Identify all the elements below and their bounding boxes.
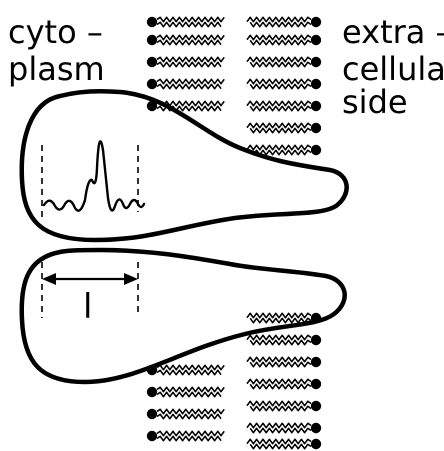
lipid-tail — [250, 406, 311, 410]
lipid-molecule — [247, 357, 321, 367]
lipid-tail — [157, 431, 224, 435]
lipid-head — [147, 409, 157, 419]
lipid-molecule — [247, 79, 321, 89]
lipid-tail — [157, 392, 221, 396]
lipid-head — [147, 431, 157, 441]
lipid-tail — [247, 423, 311, 427]
lipid-molecule — [147, 79, 224, 89]
lipid-tail — [250, 428, 311, 432]
lipid-molecule — [247, 401, 321, 411]
lipid-head — [311, 439, 321, 449]
lipid-head — [311, 401, 321, 411]
lipid-tail — [247, 439, 311, 443]
lipid-molecule — [247, 17, 321, 27]
lipid-layer-bottom-inner — [147, 365, 224, 441]
lipid-tail — [247, 57, 311, 61]
lipid-head — [311, 335, 321, 345]
lipid-molecule — [147, 387, 224, 397]
lipid-head — [311, 379, 321, 389]
lipid-layer-top-inner — [147, 17, 224, 111]
lipid-layer-top-outer — [247, 17, 321, 155]
lipid-tail — [157, 370, 221, 374]
lipid-tail — [157, 84, 221, 88]
potential-waveform — [44, 141, 144, 210]
lipid-tail — [247, 357, 311, 361]
lipid-head — [311, 145, 321, 155]
lipid-molecule — [247, 35, 321, 45]
lipid-tail — [250, 22, 311, 26]
lipid-tail — [250, 62, 311, 66]
lipid-tail — [250, 384, 311, 388]
lipid-molecule — [247, 123, 321, 133]
lipid-tail — [157, 17, 224, 21]
lipid-tail — [157, 414, 221, 418]
lipid-tail — [247, 123, 311, 127]
lipid-molecule — [247, 335, 321, 345]
length-label: l — [83, 287, 92, 327]
lipid-tail — [247, 145, 311, 149]
lipid-head — [147, 79, 157, 89]
lipid-tail — [157, 387, 224, 391]
lipid-tail — [250, 128, 311, 132]
lipid-tail — [250, 40, 311, 44]
lipid-molecule — [247, 379, 321, 389]
lipid-tail — [157, 79, 224, 83]
lipid-tail — [157, 35, 224, 39]
arrowhead-left — [42, 273, 56, 285]
lipid-head — [311, 17, 321, 27]
cytoplasm-label-line2: plasm — [8, 50, 105, 88]
lipid-head — [311, 35, 321, 45]
lipid-tail — [250, 84, 311, 88]
lipid-tail — [157, 436, 221, 440]
lipid-head — [311, 357, 321, 367]
lipid-head — [147, 387, 157, 397]
lipid-tail — [247, 35, 311, 39]
lipid-tail — [157, 409, 224, 413]
extracellular-label-line1: extra – — [342, 13, 444, 51]
lipid-head — [311, 123, 321, 133]
lipid-tail — [247, 379, 311, 383]
lipid-tail — [247, 79, 311, 83]
lipid-molecule — [147, 35, 224, 45]
lipid-tail — [247, 313, 311, 317]
cytoplasm-label-line1: cyto – — [8, 13, 103, 51]
lipid-tail — [157, 62, 221, 66]
lipid-molecule — [147, 57, 224, 67]
upper-channel-protein — [22, 91, 347, 240]
lipid-tail — [157, 40, 221, 44]
arrowhead-right — [124, 273, 138, 285]
lipid-molecule — [147, 431, 224, 441]
lipid-head — [311, 57, 321, 67]
lipid-tail — [157, 365, 224, 369]
lipid-tail — [157, 57, 224, 61]
lipid-molecule — [247, 101, 321, 111]
lipid-tail — [157, 22, 221, 26]
lipid-tail — [247, 401, 311, 405]
lipid-head — [311, 79, 321, 89]
extracellular-label-line3: side — [342, 83, 408, 121]
lipid-tail — [250, 444, 311, 448]
lipid-tail — [250, 362, 311, 366]
lipid-tail — [247, 17, 311, 21]
lipid-head — [311, 101, 321, 111]
lipid-tail — [250, 106, 311, 110]
lipid-molecule — [147, 409, 224, 419]
lipid-tail — [247, 101, 311, 105]
lipid-head — [311, 423, 321, 433]
lipid-head — [147, 17, 157, 27]
lipid-molecule — [247, 57, 321, 67]
lipid-molecule — [147, 17, 224, 27]
lipid-tail — [247, 335, 311, 339]
lipid-head — [147, 35, 157, 45]
lipid-tail — [250, 340, 311, 344]
lipid-molecule — [247, 439, 321, 449]
lipid-molecule — [247, 423, 321, 433]
lipid-head — [147, 57, 157, 67]
